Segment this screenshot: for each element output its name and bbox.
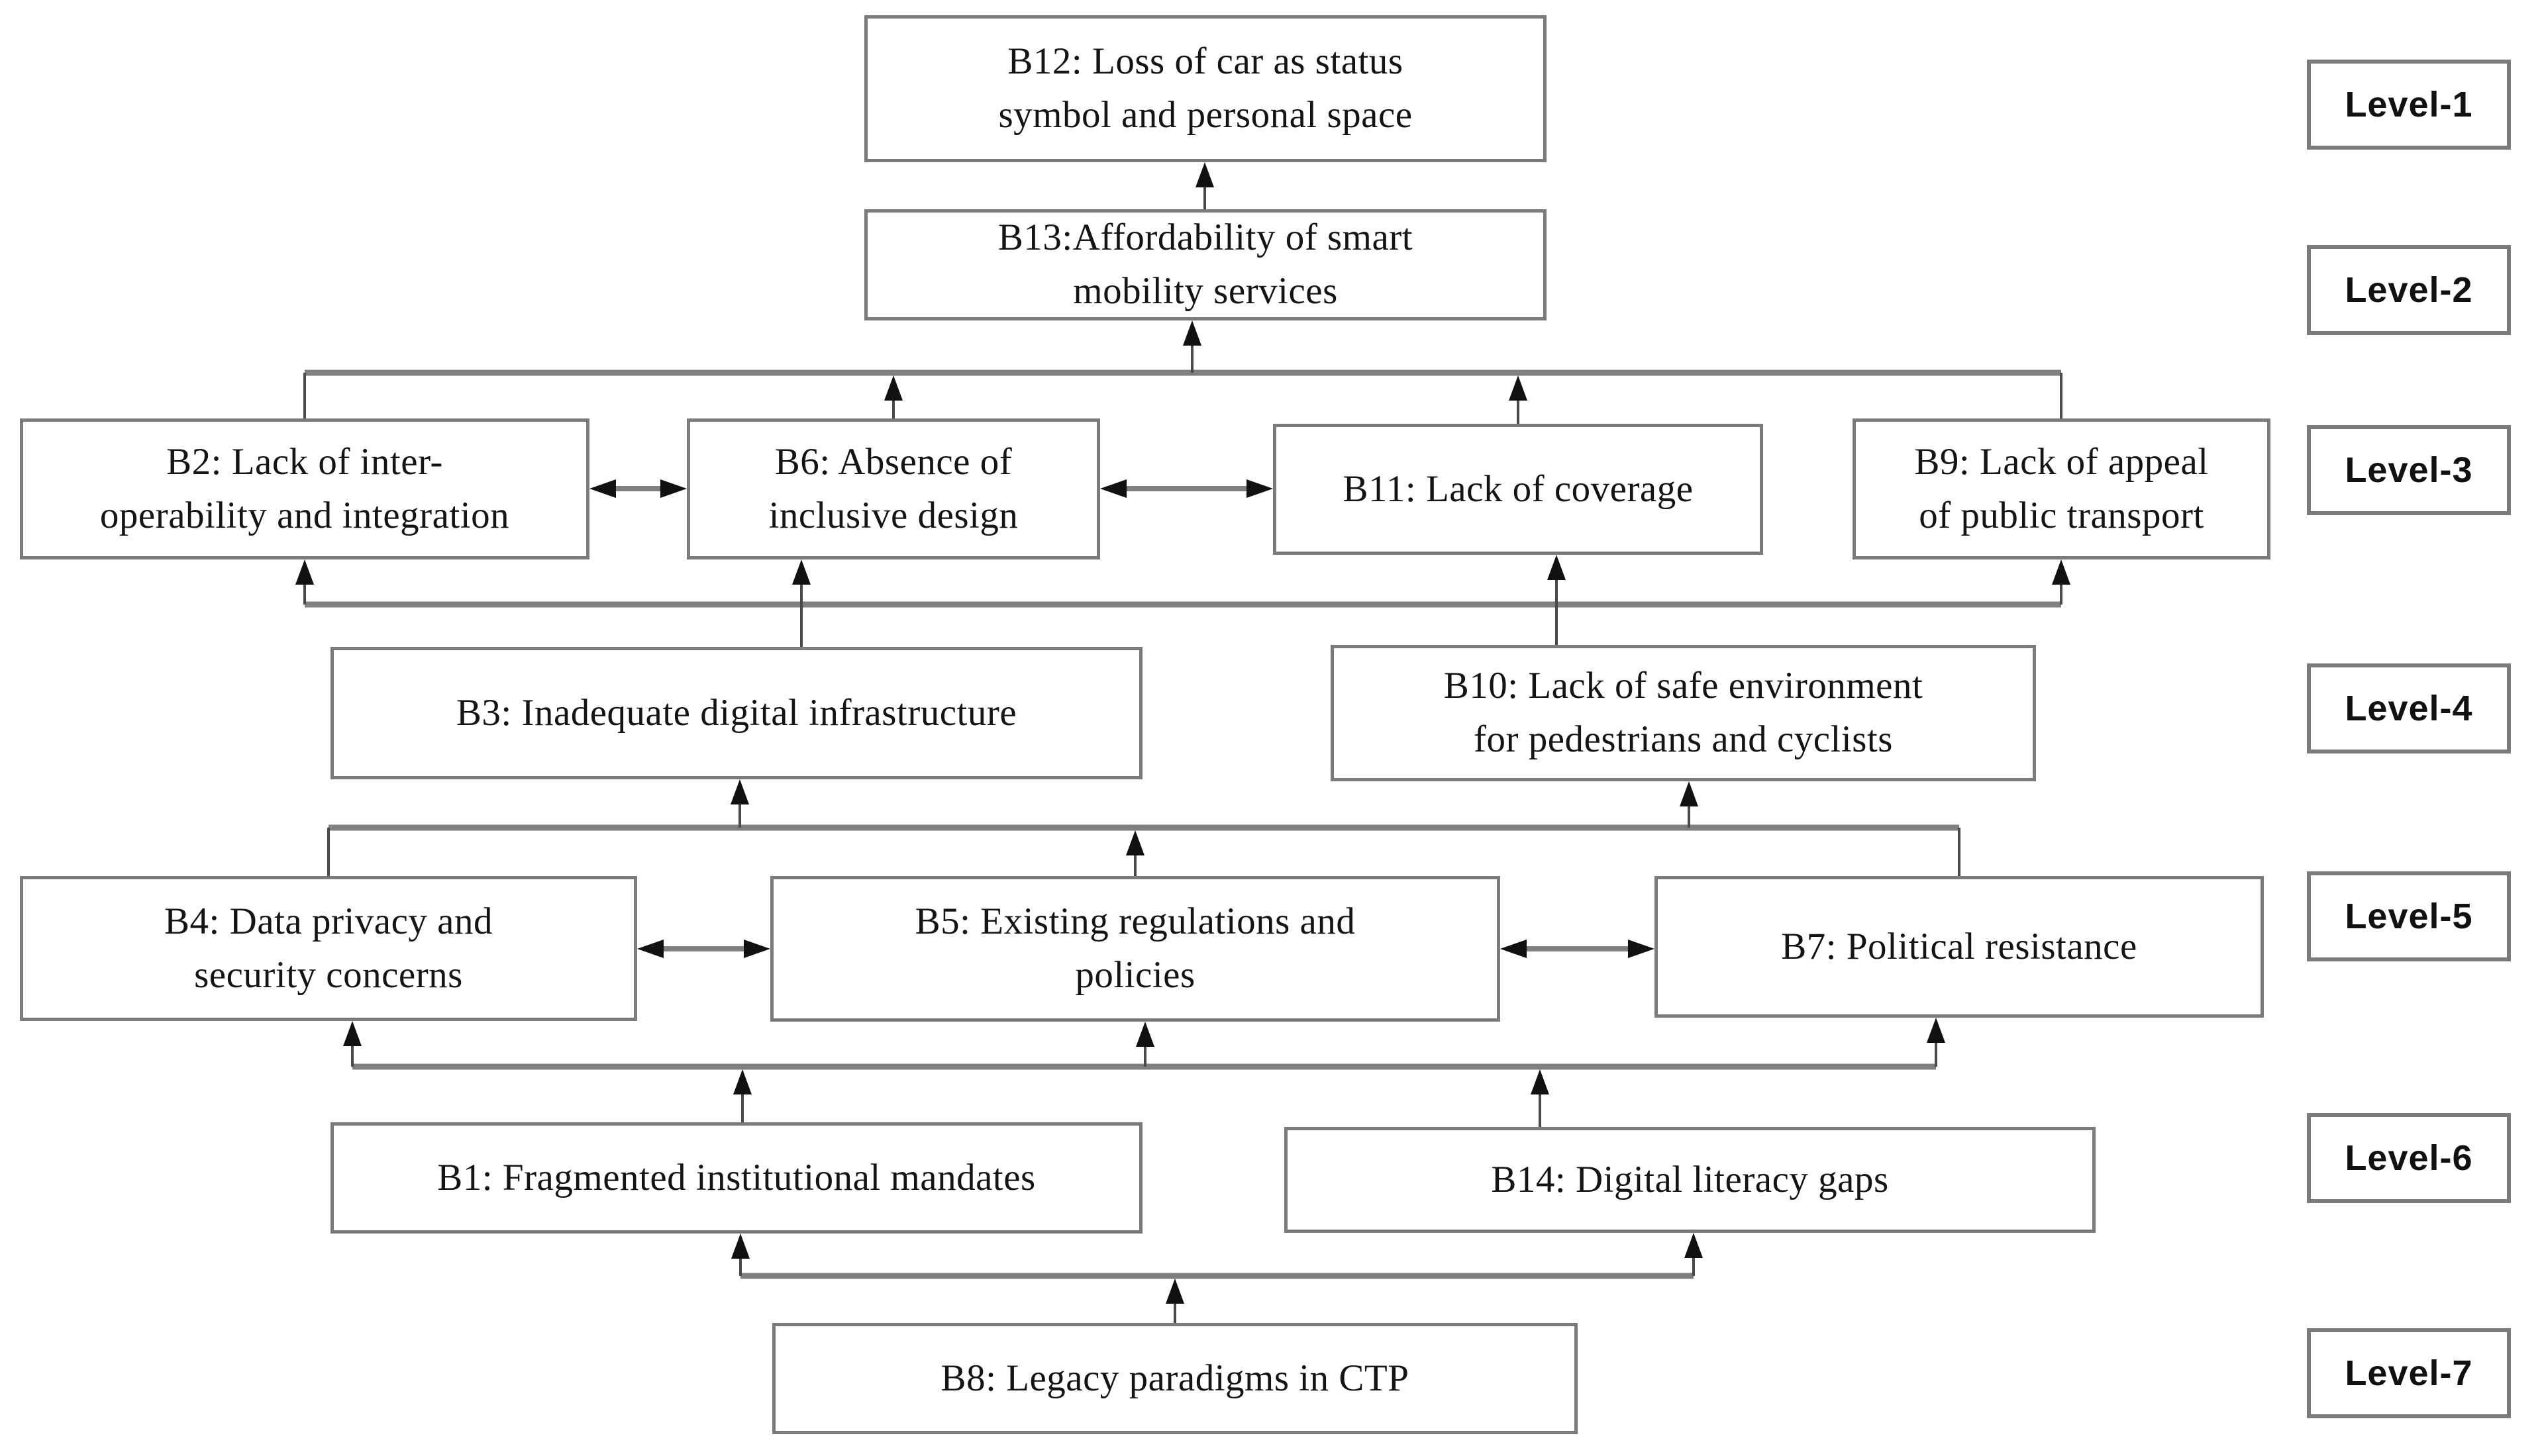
node-B7: B7: Political resistance (1654, 876, 2264, 1018)
arrowhead-up-icon (731, 1234, 750, 1259)
arrowhead-up-icon (1166, 1279, 1184, 1304)
node-B14: B14: Digital literacy gaps (1284, 1127, 2096, 1233)
arrowhead-up-icon (1684, 1233, 1703, 1258)
arrowhead-left-icon (1100, 479, 1127, 498)
arrowhead-up-icon (884, 375, 903, 401)
arrowhead-right-icon (744, 940, 770, 958)
node-B8: B8: Legacy paradigms in CTP (772, 1323, 1578, 1434)
level-label-5: Level-5 (2307, 871, 2511, 961)
arrowhead-up-icon (2052, 559, 2070, 585)
arrowhead-up-icon (1531, 1069, 1549, 1094)
level-label-7: Level-7 (2307, 1328, 2511, 1418)
arrowhead-up-icon (1547, 555, 1566, 580)
node-B3: B3: Inadequate digital infrastructure (330, 647, 1143, 779)
level-label-6: Level-6 (2307, 1113, 2511, 1203)
arrowhead-up-icon (1195, 162, 1214, 187)
node-B9: B9: Lack of appeal of public transport (1853, 418, 2270, 559)
node-B13: B13:Affordability of smart mobility serv… (864, 209, 1547, 320)
level-label-3: Level-3 (2307, 425, 2511, 515)
node-B2: B2: Lack of inter- operability and integ… (20, 418, 589, 559)
arrowhead-up-icon (343, 1021, 362, 1046)
node-B1: B1: Fragmented institutional mandates (330, 1122, 1143, 1234)
arrowhead-up-icon (792, 559, 811, 585)
arrowhead-up-icon (1927, 1018, 1945, 1043)
arrowhead-right-icon (660, 479, 687, 498)
node-B10: B10: Lack of safe environment for pedest… (1331, 645, 2036, 781)
arrowhead-up-icon (1509, 375, 1527, 401)
arrowhead-up-icon (1183, 320, 1201, 346)
node-B6: B6: Absence of inclusive design (687, 418, 1100, 559)
arrowhead-up-icon (733, 1069, 752, 1094)
level-label-1: Level-1 (2307, 60, 2511, 150)
arrowhead-up-icon (1680, 781, 1698, 806)
node-B12: B12: Loss of car as status symbol and pe… (864, 15, 1547, 162)
arrowhead-up-icon (1126, 830, 1144, 855)
arrowhead-right-icon (1628, 940, 1654, 958)
level-label-4: Level-4 (2307, 663, 2511, 753)
arrowhead-up-icon (295, 559, 314, 585)
arrowhead-up-icon (731, 779, 749, 804)
arrowhead-up-icon (1136, 1022, 1154, 1047)
level-label-2: Level-2 (2307, 245, 2511, 335)
arrowhead-left-icon (589, 479, 616, 498)
node-B11: B11: Lack of coverage (1273, 424, 1763, 555)
node-B4: B4: Data privacy and security concerns (20, 876, 637, 1021)
arrowhead-left-icon (637, 940, 664, 958)
arrowhead-right-icon (1246, 479, 1273, 498)
arrowhead-left-icon (1500, 940, 1527, 958)
node-B5: B5: Existing regulations and policies (770, 876, 1500, 1022)
